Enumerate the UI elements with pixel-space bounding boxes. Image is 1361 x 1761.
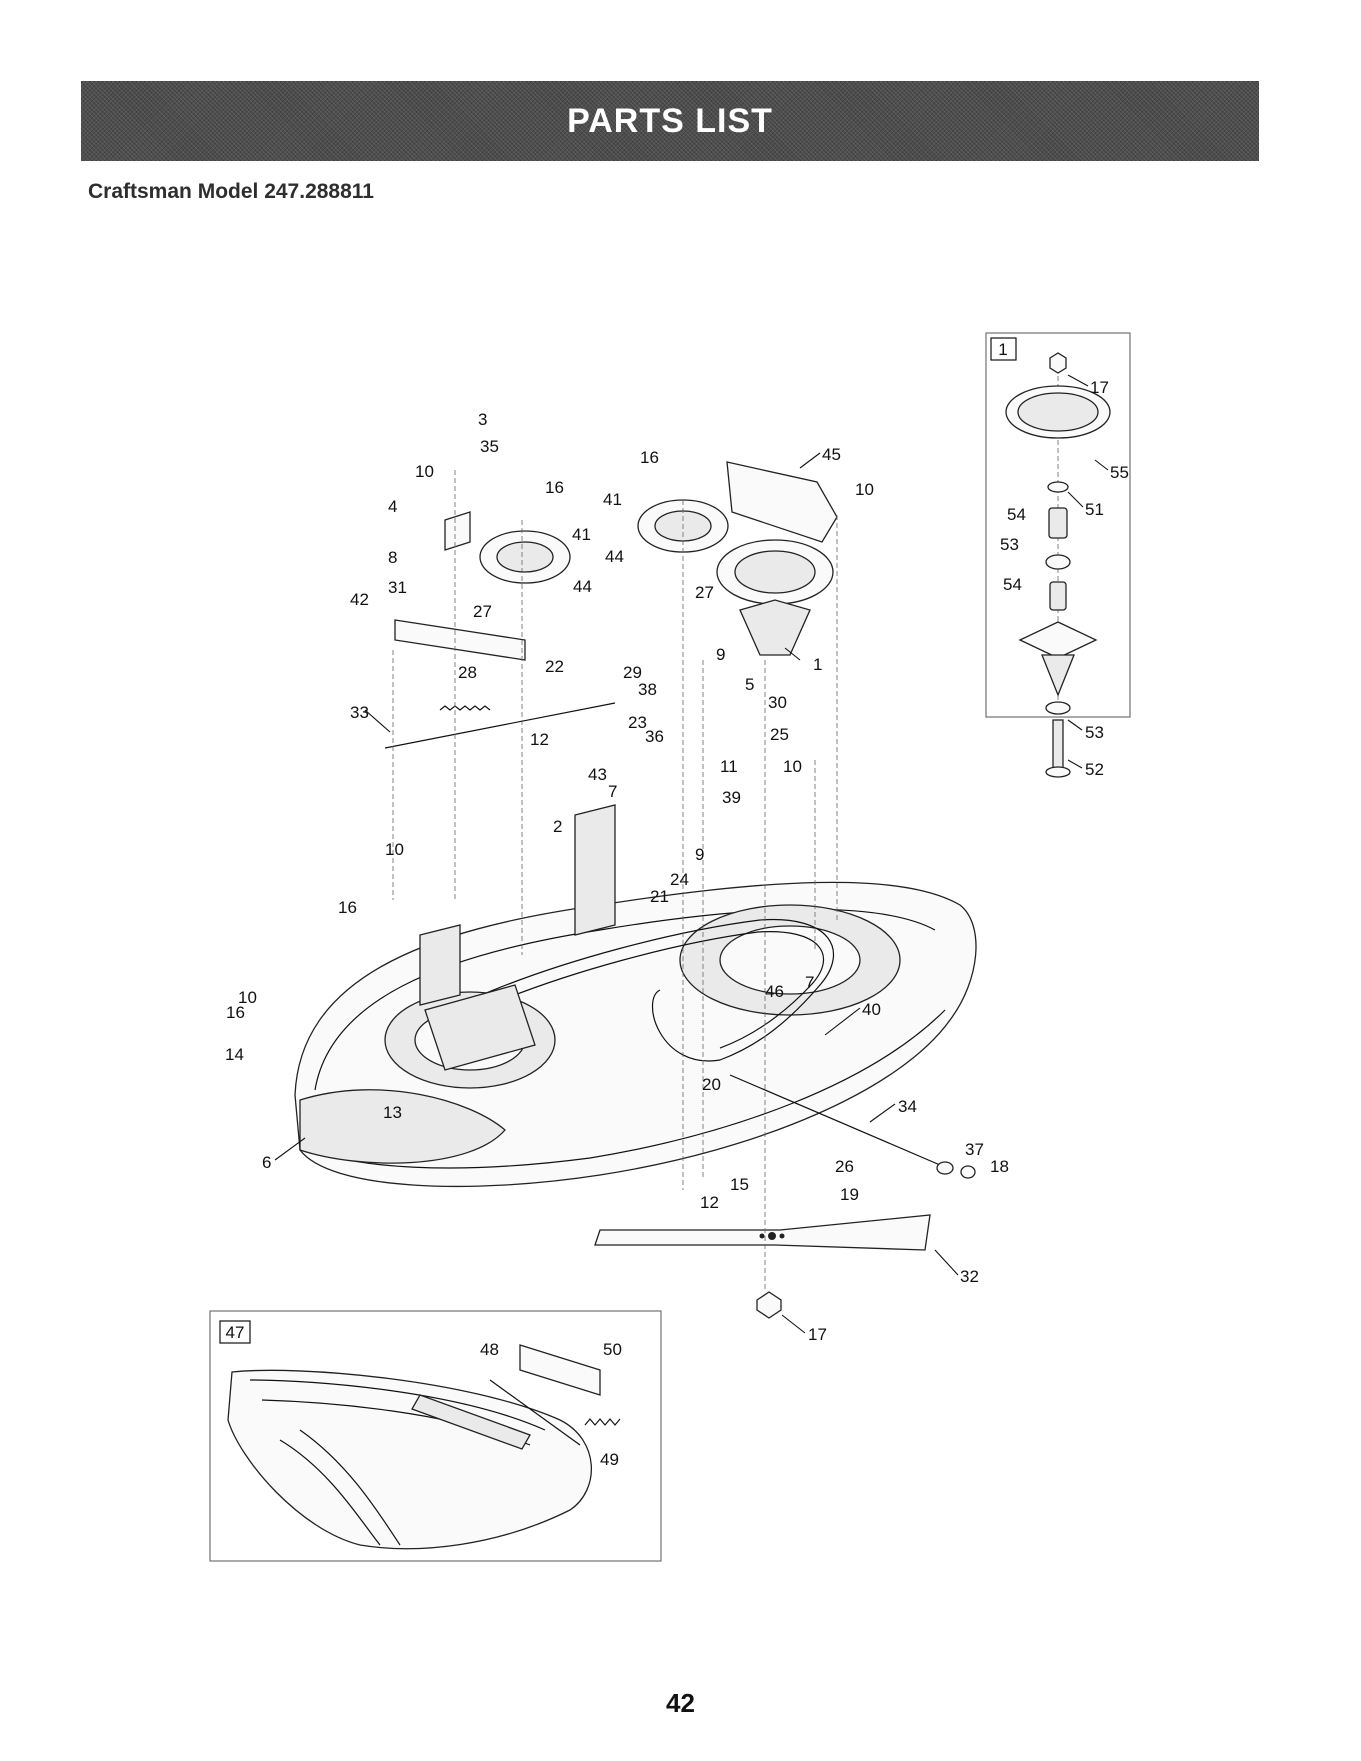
callout-4: 4 bbox=[388, 497, 397, 516]
callout-9a: 9 bbox=[716, 645, 725, 664]
callout-26: 26 bbox=[835, 1157, 854, 1176]
callout-1: 1 bbox=[813, 655, 822, 674]
callout-7b: 7 bbox=[805, 973, 814, 992]
callout-42: 42 bbox=[350, 590, 369, 609]
callout-16a: 16 bbox=[545, 478, 564, 497]
callout-44b: 44 bbox=[605, 547, 624, 566]
callout-6: 6 bbox=[262, 1153, 271, 1172]
callout-39: 39 bbox=[722, 788, 741, 807]
callout-48: 48 bbox=[480, 1340, 499, 1359]
callout-49: 49 bbox=[600, 1450, 619, 1469]
callout-10c: 10 bbox=[783, 757, 802, 776]
callout-12b: 12 bbox=[700, 1193, 719, 1212]
callout-38: 38 bbox=[638, 680, 657, 699]
callout-31: 31 bbox=[388, 578, 407, 597]
callout-37: 37 bbox=[965, 1140, 984, 1159]
callout-13: 13 bbox=[383, 1103, 402, 1122]
callout-22: 22 bbox=[545, 657, 564, 676]
callout-10d: 10 bbox=[385, 840, 404, 859]
callout-50: 50 bbox=[603, 1340, 622, 1359]
callout-20: 20 bbox=[702, 1075, 721, 1094]
callout-10a: 10 bbox=[415, 462, 434, 481]
callout-14: 14 bbox=[225, 1045, 244, 1064]
callout-54b: 54 bbox=[1003, 575, 1022, 594]
callout-5: 5 bbox=[745, 675, 754, 694]
callout-34: 34 bbox=[898, 1097, 917, 1116]
callout-11: 11 bbox=[720, 757, 738, 776]
callout-53a: 53 bbox=[1000, 535, 1019, 554]
spindle-inset-number: 1 bbox=[998, 340, 1007, 359]
callout-27a: 27 bbox=[473, 602, 492, 621]
callout-25: 25 bbox=[770, 725, 789, 744]
callout-55: 55 bbox=[1110, 463, 1129, 482]
deflector-inset-number: 47 bbox=[226, 1323, 245, 1342]
callout-24: 24 bbox=[670, 870, 689, 889]
callout-12a: 12 bbox=[530, 730, 549, 749]
callout-27b: 27 bbox=[695, 583, 714, 602]
callout-21: 21 bbox=[650, 887, 669, 906]
callout-36: 36 bbox=[645, 727, 664, 746]
callout-10b: 10 bbox=[855, 480, 874, 499]
callout-16d: 16 bbox=[226, 1003, 245, 1022]
callout-17b: 17 bbox=[808, 1325, 827, 1344]
callout-16c: 16 bbox=[338, 898, 357, 917]
callout-44a: 44 bbox=[573, 577, 592, 596]
page-number: 42 bbox=[0, 1688, 1361, 1719]
callout-17a: 17 bbox=[1090, 378, 1109, 397]
callout-7a: 7 bbox=[608, 782, 617, 801]
deck-bracket bbox=[575, 805, 615, 935]
belt-guard bbox=[727, 462, 837, 542]
callout-18: 18 bbox=[990, 1157, 1009, 1176]
callout-41b: 41 bbox=[603, 490, 622, 509]
spindle-inset: 1 bbox=[986, 333, 1130, 777]
bracket bbox=[445, 512, 470, 550]
callout-35: 35 bbox=[480, 437, 499, 456]
callout-52: 52 bbox=[1085, 760, 1104, 779]
deck-icon bbox=[295, 882, 976, 1186]
callout-16b: 16 bbox=[640, 448, 659, 467]
callout-3: 3 bbox=[478, 410, 487, 429]
blade-nut bbox=[757, 1292, 781, 1318]
callout-9b: 9 bbox=[695, 845, 704, 864]
callout-46: 46 bbox=[765, 982, 784, 1001]
callout-2: 2 bbox=[553, 817, 562, 836]
callout-51: 51 bbox=[1085, 500, 1104, 519]
callout-40: 40 bbox=[862, 1000, 881, 1019]
deflector-inset: 47 bbox=[210, 1311, 661, 1561]
callout-43: 43 bbox=[588, 765, 607, 784]
callout-28: 28 bbox=[458, 663, 477, 682]
callout-8: 8 bbox=[388, 548, 397, 567]
callout-15: 15 bbox=[730, 1175, 749, 1194]
blade-icon bbox=[595, 1215, 930, 1250]
callout-30: 30 bbox=[768, 693, 787, 712]
callout-32: 32 bbox=[960, 1267, 979, 1286]
callout-41a: 41 bbox=[572, 525, 591, 544]
callout-19: 19 bbox=[840, 1185, 859, 1204]
callout-33: 33 bbox=[350, 703, 369, 722]
callout-54a: 54 bbox=[1007, 505, 1026, 524]
deck-bracket-left bbox=[420, 925, 460, 1005]
callout-45: 45 bbox=[822, 445, 841, 464]
idler-arm bbox=[395, 620, 525, 660]
callout-53b: 53 bbox=[1085, 723, 1104, 742]
